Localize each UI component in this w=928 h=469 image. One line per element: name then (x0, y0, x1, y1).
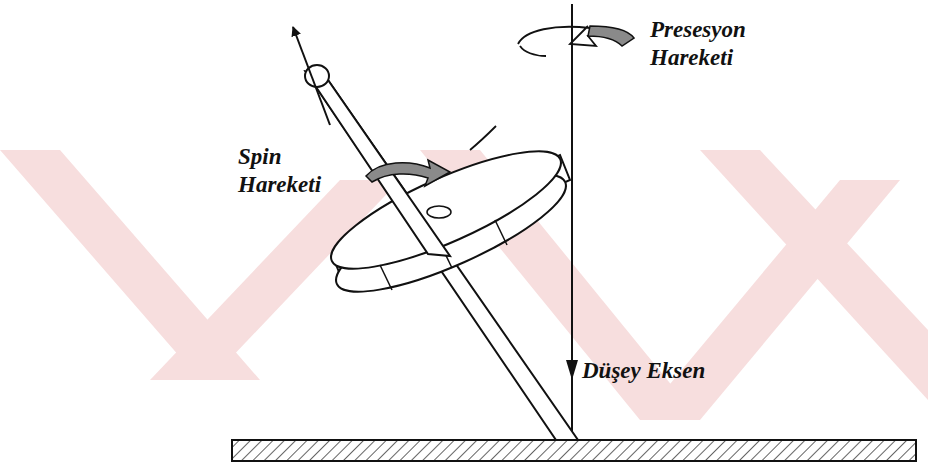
spin-rod-top (306, 72, 450, 256)
ground-plate (232, 440, 916, 461)
spin-label: Spin Hareketi (238, 143, 321, 198)
spin-rod (306, 72, 578, 440)
spin-rotation-arrow (366, 160, 450, 186)
spinning-disk (319, 130, 578, 313)
precession-label: Presesyon Hareketi (650, 16, 746, 71)
spin-axis-arrow (293, 27, 330, 125)
vertical-axis-label: Düşey Eksen (582, 357, 705, 385)
spin-rotation-tail (470, 126, 496, 150)
axis-arrowhead (566, 360, 578, 380)
precession-rotation-arrow (588, 26, 634, 46)
